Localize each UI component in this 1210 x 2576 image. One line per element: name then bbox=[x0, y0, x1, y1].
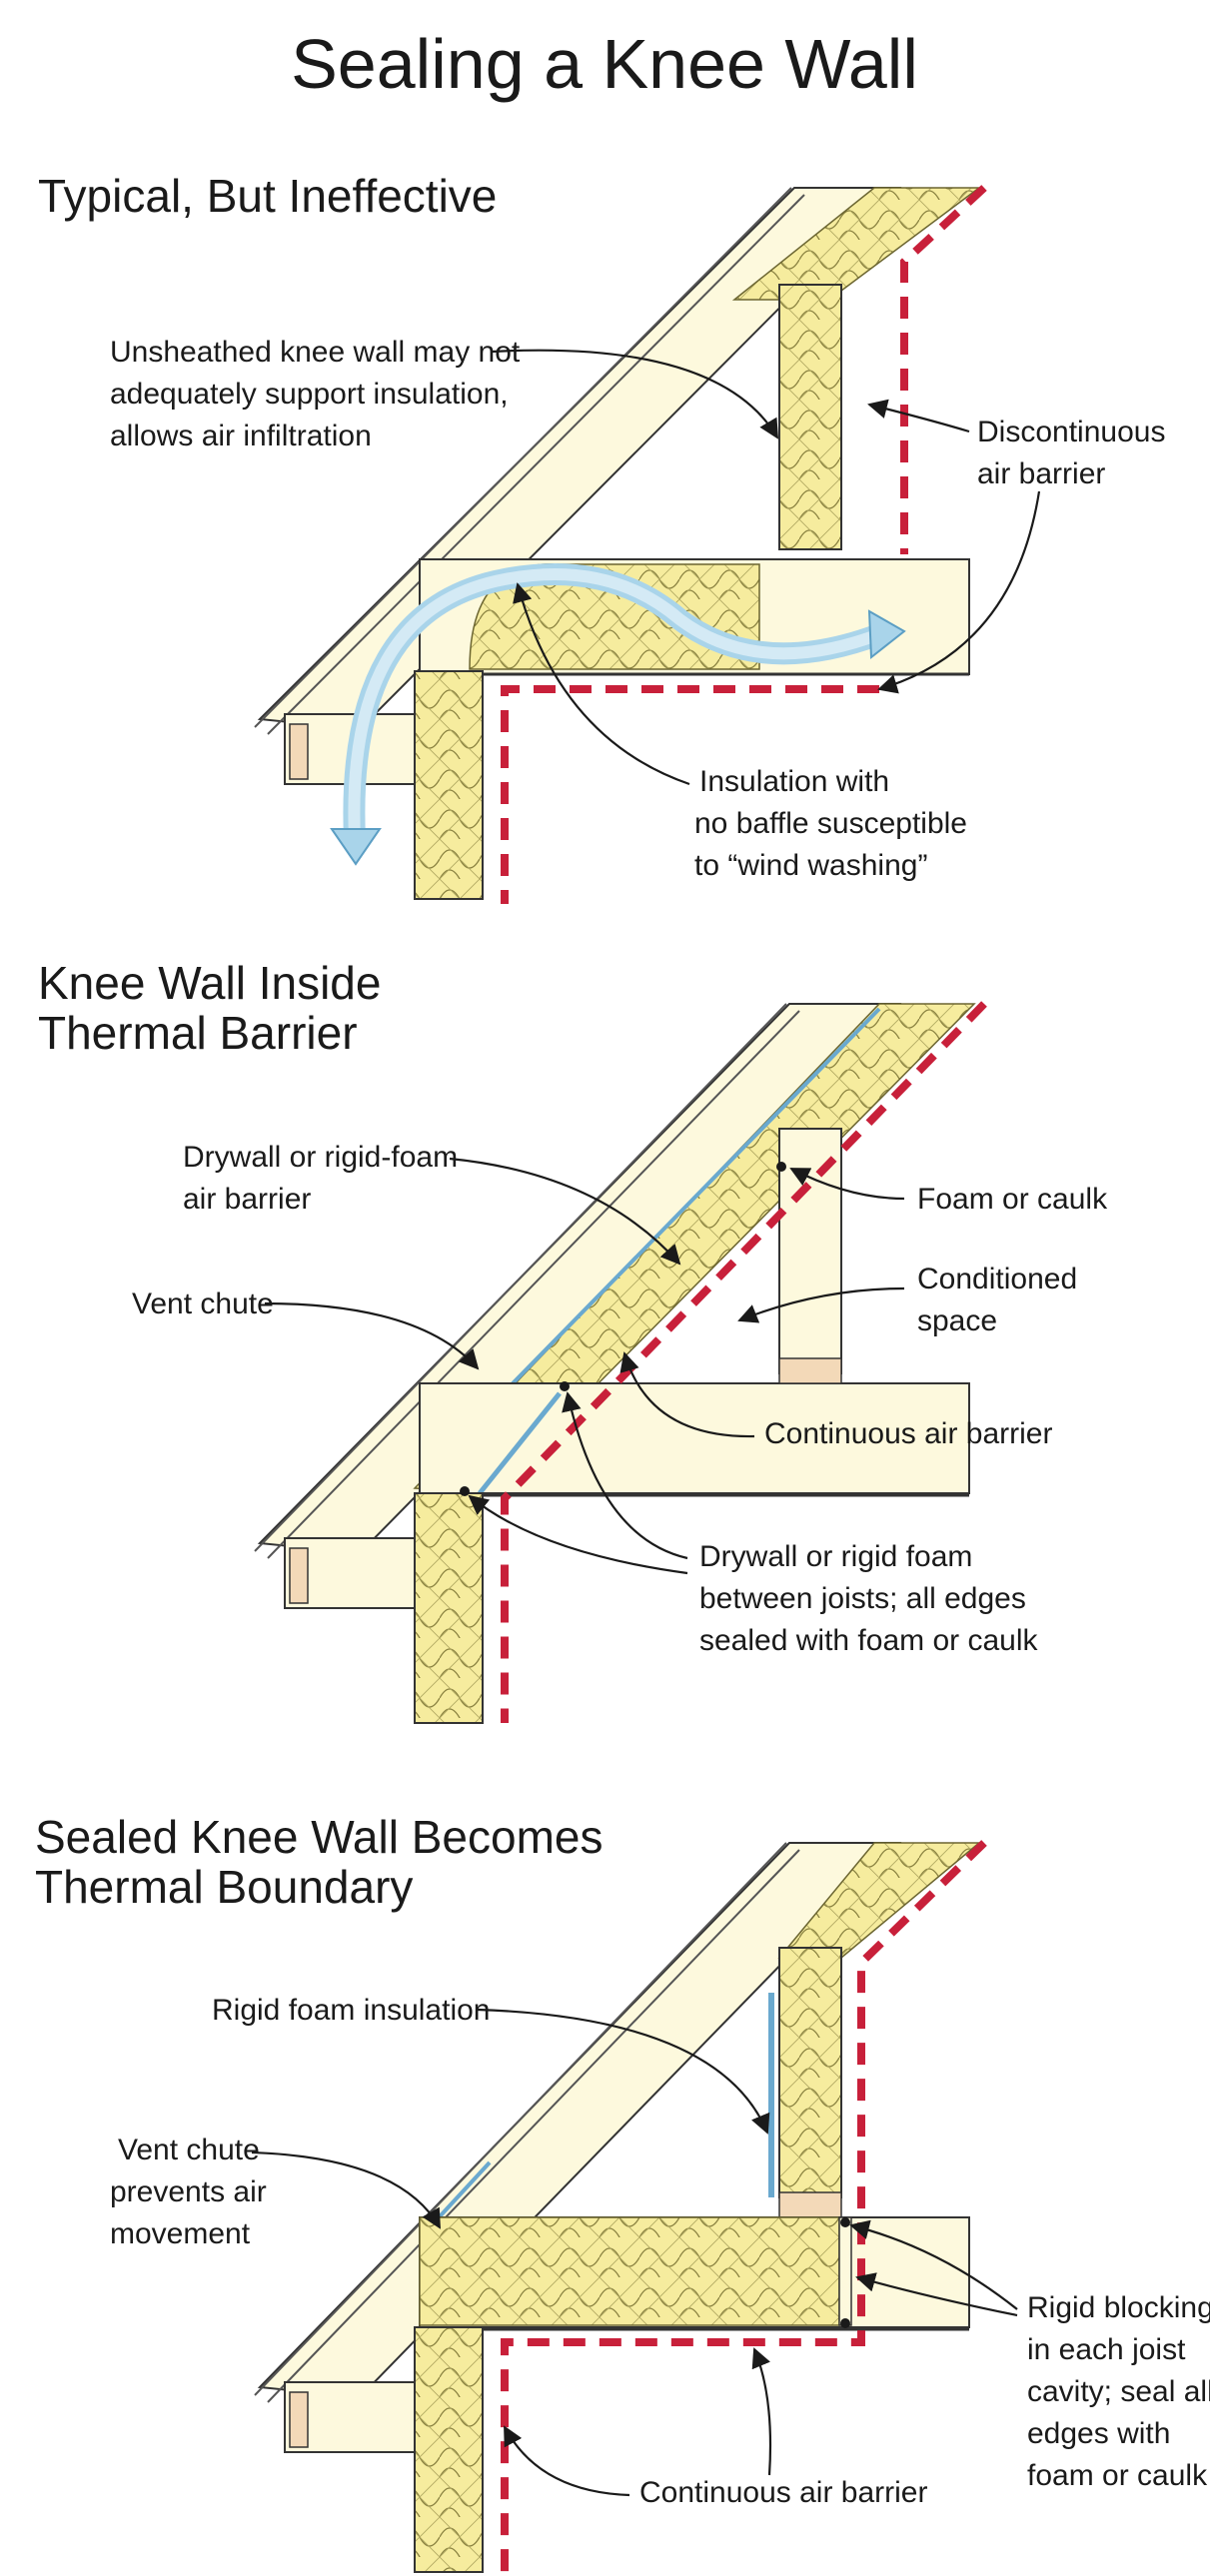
label-vent-chute: Vent chute bbox=[132, 1288, 274, 1320]
leader-air-barrier-wall bbox=[504, 2425, 630, 2497]
label-drywall-between-joists: Drywall or rigid foam between joists; al… bbox=[699, 1540, 1038, 1657]
leader-drywall-rigid-foam bbox=[449, 1157, 681, 1266]
leader-drywall-bottom bbox=[468, 1494, 688, 1575]
leader-conditioned-space bbox=[737, 1287, 905, 1323]
floor-joist bbox=[419, 1382, 970, 1494]
panel-knee-wall-inside: Knee Wall Inside Thermal Barrier bbox=[38, 957, 1108, 1724]
exterior-wall bbox=[414, 2326, 484, 2573]
continuous-air-barrier bbox=[501, 1840, 987, 2572]
panel-2-heading-line-1: Knee Wall Inside bbox=[38, 957, 381, 1009]
roof-shingles bbox=[254, 1842, 800, 2403]
air-barrier-lower bbox=[501, 685, 879, 904]
panel-typical-ineffective: Typical, But Ineffective bbox=[38, 170, 1174, 904]
leader-vent-chute bbox=[264, 1301, 480, 1370]
airflow-arrowhead-down bbox=[330, 828, 382, 866]
leader-vent-chute bbox=[251, 2150, 441, 2229]
label-continuous-air-barrier: Continuous air barrier bbox=[639, 2476, 927, 2509]
fascia-board bbox=[289, 723, 309, 780]
leader-air-barrier-ceiling bbox=[751, 2347, 772, 2476]
panel-1-heading: Typical, But Ineffective bbox=[38, 170, 497, 222]
leader-foam-or-caulk bbox=[789, 1168, 905, 1201]
label-rigid-blocking: Rigid blocking in each joist cavity; sea… bbox=[1027, 2291, 1210, 2492]
floor-insulation bbox=[419, 2216, 840, 2326]
bottom-plate bbox=[778, 1357, 842, 1384]
panel-3-heading-line-1: Sealed Knee Wall Becomes bbox=[35, 1811, 604, 1863]
leader-discontinuous-1 bbox=[867, 399, 970, 433]
panel-2-heading-line-2: Thermal Barrier bbox=[38, 1007, 358, 1059]
leader-rigid-blocking-top bbox=[849, 2219, 1018, 2310]
sealant-dot-bottom bbox=[840, 2318, 850, 2328]
air-barrier-upper bbox=[900, 185, 987, 554]
panel-sealed-knee-wall: Sealed Knee Wall Becomes Thermal Boundar… bbox=[35, 1811, 1210, 2573]
exterior-wall bbox=[414, 670, 484, 900]
sealant-dot-bottom bbox=[460, 1486, 470, 1496]
label-conditioned-space: Conditioned space bbox=[917, 1263, 1085, 1337]
leader-drywall-top bbox=[562, 1391, 688, 1560]
page-title: Sealing a Knee Wall bbox=[291, 25, 918, 103]
airflow-highlight bbox=[348, 568, 885, 845]
leader-rigid-foam-insulation bbox=[477, 2008, 770, 2135]
exterior-wall bbox=[414, 1492, 484, 1724]
label-unsheathed-knee-wall: Unsheathed knee wall may not adequately … bbox=[110, 336, 529, 452]
leader-continuous-air-barrier bbox=[619, 1351, 755, 1438]
label-insulation-no-baffle: Insulation with no baffle susceptible to… bbox=[694, 765, 975, 882]
continuous-air-barrier bbox=[501, 1001, 987, 1723]
bottom-plate bbox=[778, 2191, 842, 2218]
knee-wall bbox=[778, 284, 842, 550]
foam-caulk-dot bbox=[776, 1162, 786, 1172]
label-rigid-foam-insulation: Rigid foam insulation bbox=[212, 1994, 490, 2027]
leader-unsheathed bbox=[491, 349, 779, 439]
fascia-board bbox=[289, 1547, 309, 1604]
knee-wall bbox=[778, 1947, 842, 2198]
label-continuous-air-barrier: Continuous air barrier bbox=[764, 1417, 1052, 1450]
label-vent-chute-prevents: Vent chute prevents air movement bbox=[110, 2134, 275, 2250]
rigid-blocking bbox=[838, 2216, 852, 2326]
fascia-board bbox=[289, 2391, 309, 2448]
roof-shingles bbox=[254, 1003, 800, 1559]
label-discontinuous-air-barrier: Discontinuous air barrier bbox=[977, 416, 1174, 490]
drywall-between-joists bbox=[478, 1391, 562, 1495]
leader-insulation-no-baffle bbox=[513, 582, 690, 786]
roof-shingles bbox=[254, 187, 805, 735]
airflow-arrowhead-right bbox=[867, 609, 906, 659]
sealant-dot-top bbox=[840, 2217, 850, 2227]
leader-rigid-blocking-mid bbox=[855, 2272, 1018, 2317]
panel-3-heading-line-2: Thermal Boundary bbox=[35, 1861, 413, 1913]
sealant-dot-top bbox=[560, 1381, 570, 1391]
label-foam-or-caulk: Foam or caulk bbox=[917, 1183, 1108, 1216]
label-drywall-rigid-foam: Drywall or rigid-foam air barrier bbox=[183, 1141, 466, 1216]
leader-discontinuous-2 bbox=[877, 490, 1041, 694]
